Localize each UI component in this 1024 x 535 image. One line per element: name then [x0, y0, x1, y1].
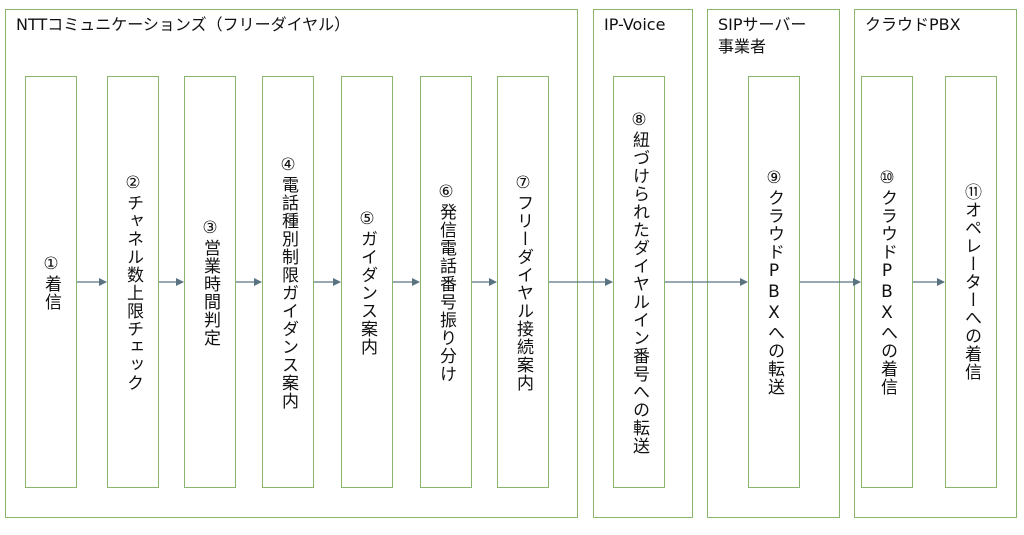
step-label: ⑪オペレーターへの着信 [961, 183, 981, 381]
lane-sip-server-provider: SIPサーバー 事業者 [707, 9, 840, 518]
step-box-7: ⑦フリーダイヤル接続案内 [497, 76, 549, 488]
step-label: ⑩クラウドPBXへの着信 [877, 168, 897, 396]
step-label: ②チャネル数上限チェック [123, 172, 143, 392]
lane-cloud-pbx: クラウドPBX [854, 9, 1017, 518]
step-box-2: ②チャネル数上限チェック [107, 76, 159, 488]
step-label: ⑧紐づけられたダイヤルイン番号への転送 [629, 109, 649, 455]
step-box-6: ⑥発信電話番号振り分け [420, 76, 472, 488]
lane-title: NTTコミュニケーションズ（フリーダイヤル） [16, 15, 351, 34]
lane-ip-voice: IP-Voice [593, 9, 693, 518]
step-box-5: ⑤ガイダンス案内 [341, 76, 393, 488]
lane-title: SIPサーバー 事業者 [718, 15, 807, 56]
step-box-1: ①着信 [25, 76, 77, 488]
step-label: ⑥発信電話番号振り分け [436, 181, 456, 383]
step-box-8: ⑧紐づけられたダイヤルイン番号への転送 [613, 76, 665, 488]
step-label: ③営業時間判定 [200, 217, 220, 347]
lane-ntt-communications: NTTコミュニケーションズ（フリーダイヤル） [5, 9, 578, 518]
step-label: ⑨クラウドPBXへの転送 [764, 168, 784, 396]
step-box-10: ⑩クラウドPBXへの着信 [861, 76, 913, 488]
step-label: ④電話種別制限ガイダンス案内 [278, 154, 298, 410]
step-box-9: ⑨クラウドPBXへの転送 [748, 76, 800, 488]
step-box-11: ⑪オペレーターへの着信 [945, 76, 997, 488]
step-box-3: ③営業時間判定 [184, 76, 236, 488]
step-label: ①着信 [41, 253, 61, 311]
lane-title: クラウドPBX [865, 15, 961, 34]
step-label: ⑤ガイダンス案内 [357, 208, 377, 356]
lane-title: IP-Voice [604, 15, 666, 34]
step-box-4: ④電話種別制限ガイダンス案内 [262, 76, 314, 488]
step-label: ⑦フリーダイヤル接続案内 [513, 172, 533, 392]
